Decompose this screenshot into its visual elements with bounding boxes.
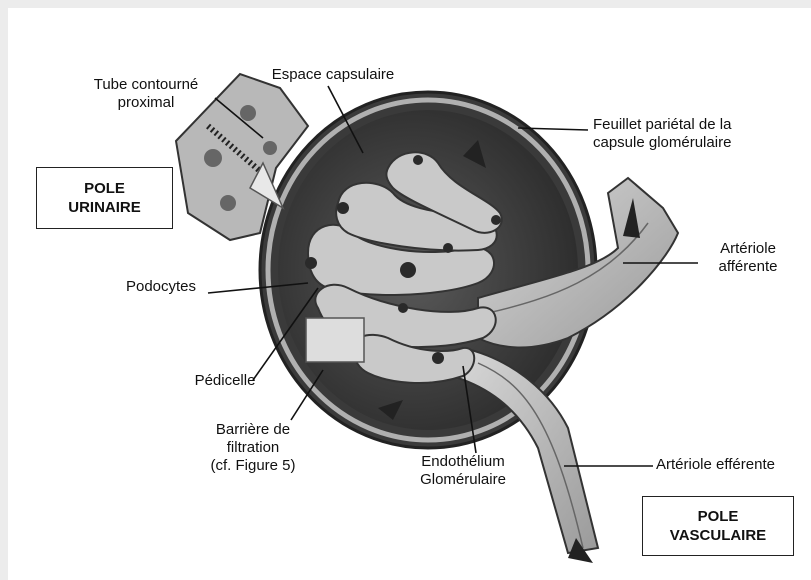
label-arteriole-afferente: Artériole afférente — [698, 240, 798, 276]
label-espace-capsulaire: Espace capsulaire — [248, 66, 418, 84]
label-line: Artériole efférente — [656, 456, 806, 474]
pole-vasculaire-box: POLE VASCULAIRE — [642, 496, 794, 556]
label-endothelium: Endothélium Glomérulaire — [403, 453, 523, 489]
label-line: proximal — [66, 94, 226, 112]
label-line: Artériole — [698, 240, 798, 258]
efferent-arteriole — [458, 348, 598, 553]
label-feuillet-parietal: Feuillet pariétal de la capsule glomérul… — [593, 116, 793, 152]
label-line: Endothélium — [403, 453, 523, 471]
label-line: URINAIRE — [68, 198, 141, 217]
label-line: Glomérulaire — [403, 471, 523, 489]
label-line: filtration — [193, 439, 313, 457]
label-line: capsule glomérulaire — [593, 134, 793, 152]
filtration-barrier-square — [306, 318, 364, 362]
label-tube-contourne: Tube contourné proximal — [66, 76, 226, 112]
label-line: (cf. Figure 5) — [193, 457, 313, 475]
label-line: Espace capsulaire — [248, 66, 418, 84]
label-line: Podocytes — [111, 278, 211, 296]
label-line: Barrière de — [193, 421, 313, 439]
label-line: Feuillet pariétal de la — [593, 116, 793, 134]
label-podocytes: Podocytes — [111, 278, 211, 296]
label-line: Tube contourné — [66, 76, 226, 94]
pole-urinaire-box: POLE URINAIRE — [36, 167, 173, 229]
diagram-canvas: Tube contourné proximal Espace capsulair… — [8, 8, 811, 580]
label-line: VASCULAIRE — [670, 526, 766, 545]
label-barriere: Barrière de filtration (cf. Figure 5) — [193, 421, 313, 475]
label-arteriole-efferente: Artériole efférente — [656, 456, 806, 474]
label-line: afférente — [698, 258, 798, 276]
label-line: POLE — [84, 179, 125, 198]
label-line: Pédicelle — [180, 372, 270, 390]
label-line: POLE — [698, 507, 739, 526]
label-pedicelle: Pédicelle — [180, 372, 270, 390]
